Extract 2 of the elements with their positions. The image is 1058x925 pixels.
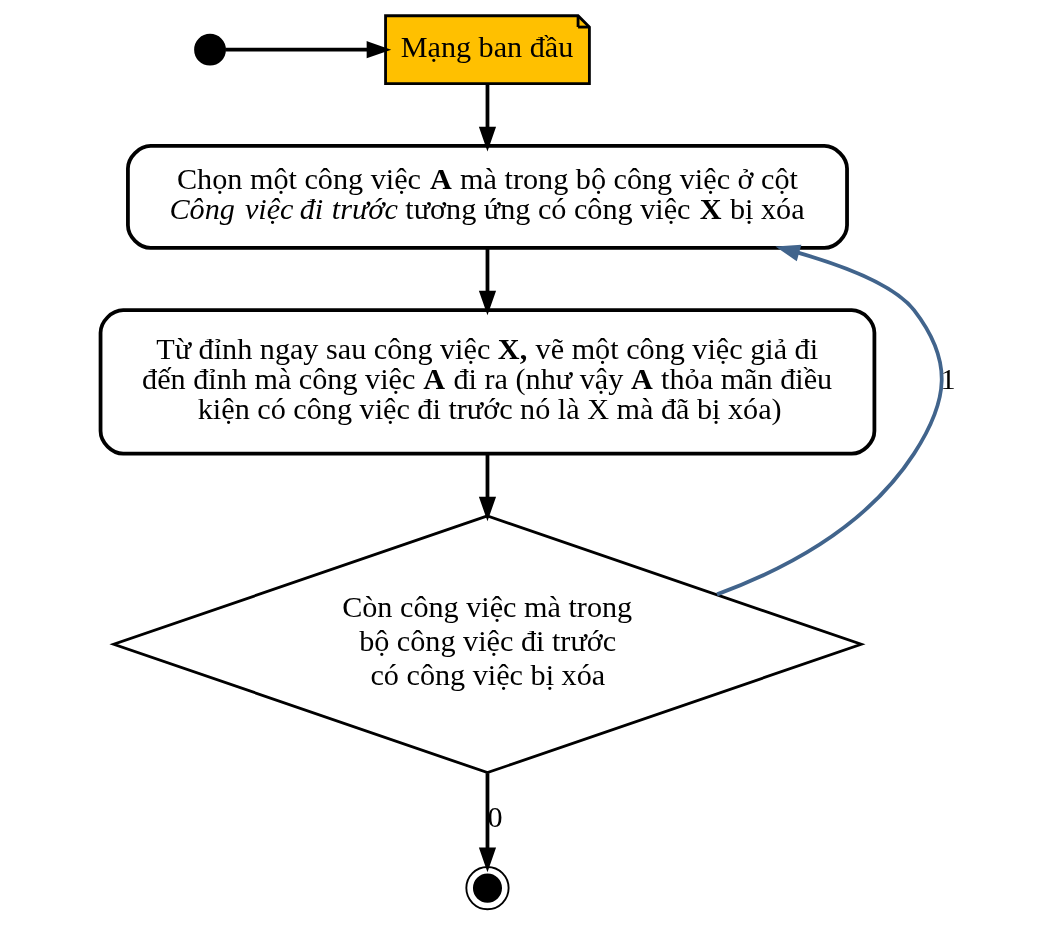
edge-label: 0 [487, 799, 503, 834]
edge-label: 1 [940, 362, 956, 397]
